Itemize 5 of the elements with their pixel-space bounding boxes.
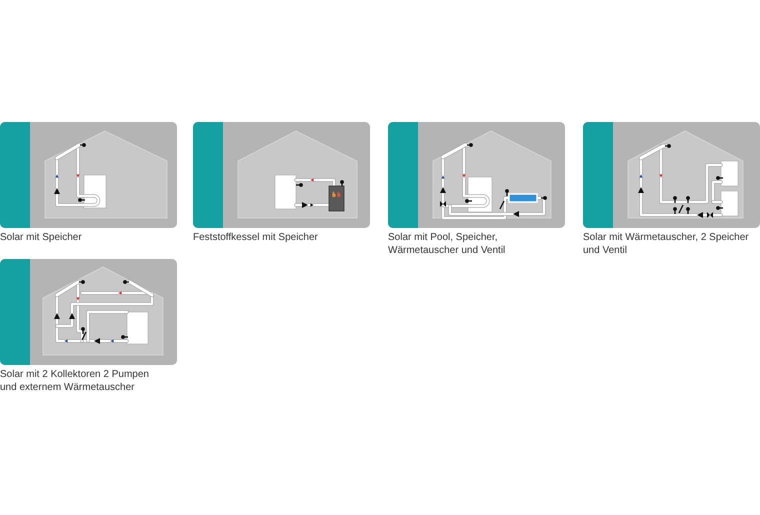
caption-text: Solar mit Wärmetauscher, 2 Speicher und Ventil: [583, 231, 750, 257]
caption-text: Solar mit Pool, Speicher, Wärmetauscher und Ventil: [388, 231, 506, 257]
caption-text: Solar mit Speicher: [0, 231, 83, 244]
caption-text: Feststoffkessel mit Speicher: [193, 231, 319, 244]
caption-text: Solar mit 2 Kollektoren 2 Pumpen und externem Wärmetauscher: [0, 368, 150, 394]
